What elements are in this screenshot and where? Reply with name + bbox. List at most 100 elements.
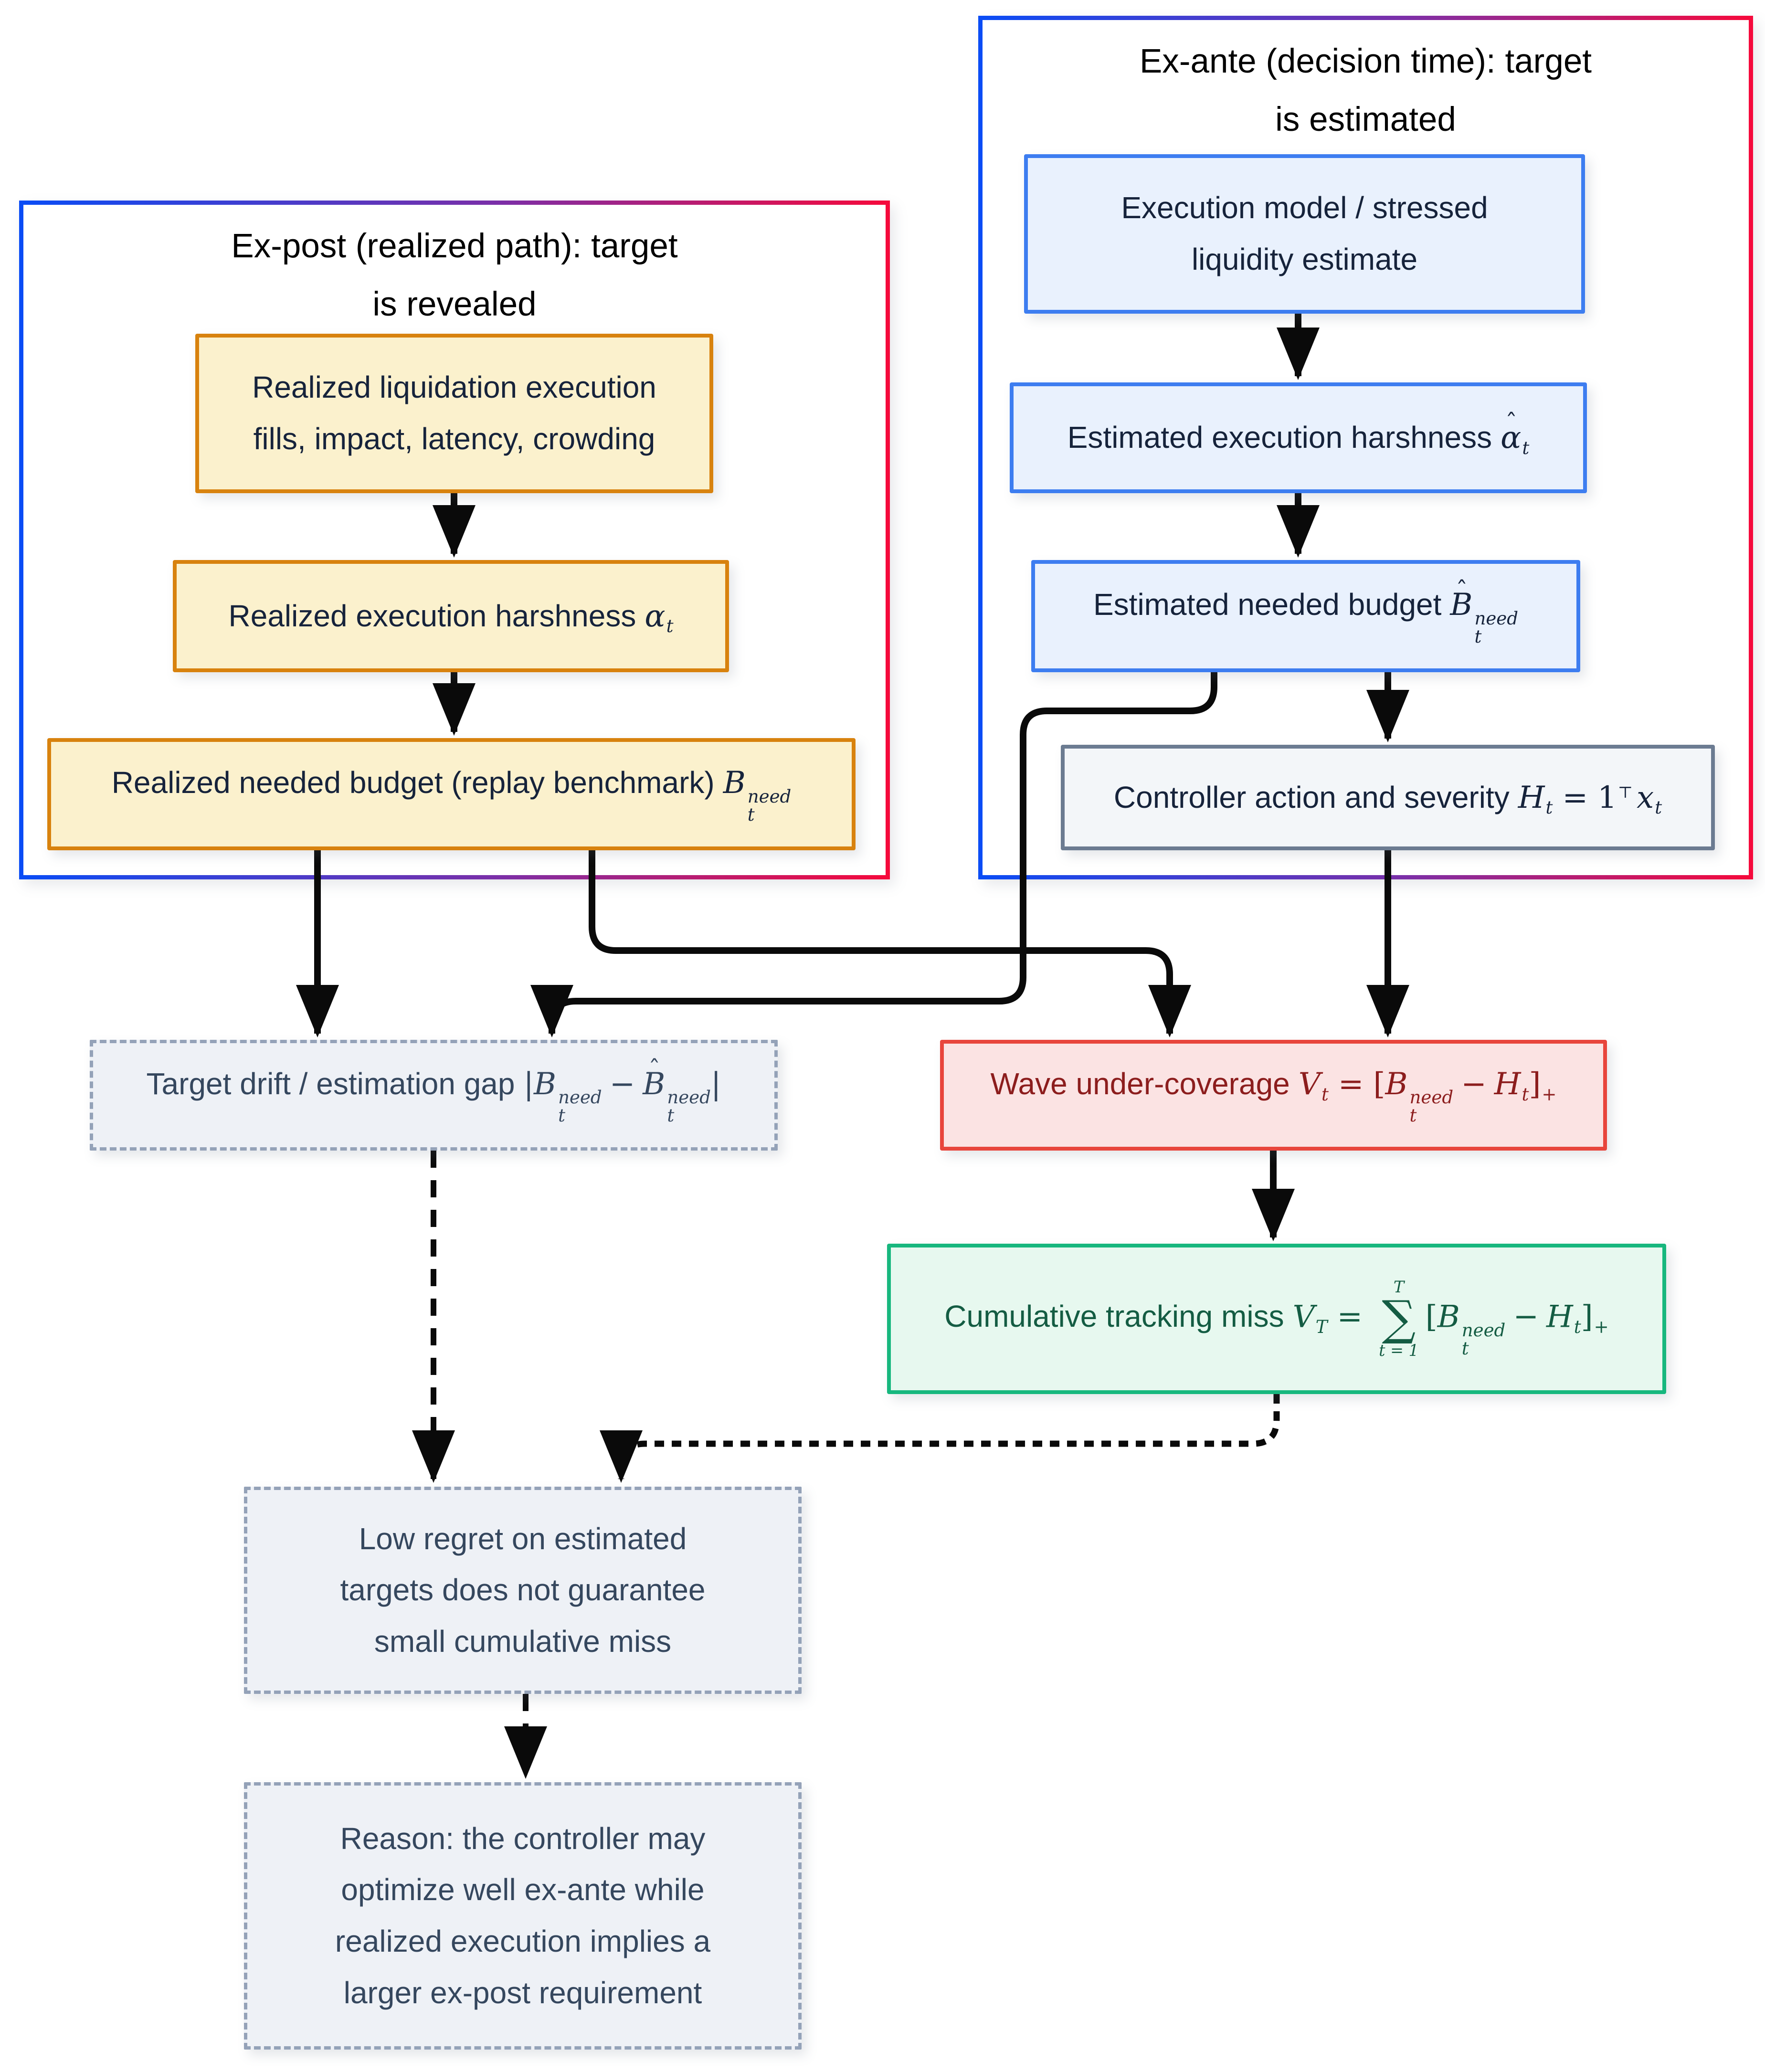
minus-sign: − <box>1461 1066 1487 1102</box>
equals-sign: = <box>1337 1299 1363 1335</box>
title-line: Ex-post (realized path): target <box>231 227 678 265</box>
sum-lower-limit: t = 1 <box>1379 1341 1419 1360</box>
math-subscript: t <box>1321 1084 1329 1105</box>
math-subscript: t <box>1574 1317 1581 1337</box>
group-ex-post-title: Ex-post (realized path): target is revea… <box>23 217 886 334</box>
math-superscript: need <box>1461 1320 1506 1341</box>
hat-accent: ˆ <box>1456 576 1468 604</box>
minus-sign: − <box>609 1066 635 1102</box>
text-line: Execution model / stressed <box>1121 190 1488 225</box>
math-subscript: t <box>1461 1338 1469 1359</box>
text-line: Low regret on estimated <box>359 1521 687 1556</box>
math-subscript: t <box>666 616 674 637</box>
text-line: realized execution implies a <box>335 1924 711 1958</box>
math-subscript: t <box>1522 1084 1529 1105</box>
box-low-regret-note: Low regret on estimated targets does not… <box>244 1487 802 1694</box>
box-realized-needed-budget: Realized needed budget (replay benchmark… <box>47 738 856 850</box>
title-line: Ex-ante (decision time): target <box>1139 42 1592 80</box>
alpha-symbol: α <box>1501 420 1522 456</box>
v-symbol: V <box>1298 1066 1321 1102</box>
math-subscript: T <box>1315 1317 1328 1337</box>
box-label: Wave under-coverage <box>990 1066 1290 1101</box>
math-subscript: t <box>558 1105 565 1126</box>
title-line: is estimated <box>1275 101 1456 139</box>
bracket: ] <box>1529 1066 1541 1102</box>
math-subscript: t <box>1655 797 1662 818</box>
text-line: optimize well ex-ante while <box>341 1872 705 1907</box>
box-label: Estimated needed budget <box>1093 587 1442 622</box>
h-symbol: H <box>1518 780 1545 815</box>
alpha-symbol: α <box>645 598 666 634</box>
box-reason-note: Reason: the controller may optimize well… <box>244 1782 802 2050</box>
summation: T∑t = 1 <box>1379 1278 1419 1360</box>
math-superscript: need <box>558 1087 602 1108</box>
box-realized-execution-harshness: Realized execution harshness αt <box>173 560 729 672</box>
group-ex-ante-title: Ex-ante (decision time): target is estim… <box>983 32 1749 149</box>
arrow-cumulative-to-low-regret <box>600 1394 1280 1483</box>
text-line: targets does not guarantee <box>340 1573 706 1607</box>
text-line: Realized liquidation execution <box>252 370 656 405</box>
h-symbol: H <box>1546 1299 1573 1335</box>
math-superscript: need <box>667 1087 711 1108</box>
box-label: Cumulative tracking miss <box>944 1299 1284 1334</box>
box-realized-liquidation-execution: Realized liquidation execution fills, im… <box>195 334 713 493</box>
sigma-symbol: ∑ <box>1382 1291 1416 1346</box>
hat-accent: ˆ <box>1505 409 1518 437</box>
text-line: Reason: the controller may <box>340 1821 706 1856</box>
math-subscript: t <box>1409 1105 1417 1126</box>
b-symbol: B <box>723 765 746 801</box>
h-symbol: H <box>1494 1066 1521 1102</box>
b-symbol: B <box>1437 1299 1460 1335</box>
v-symbol: V <box>1292 1299 1315 1335</box>
math-superscript: need <box>1474 608 1519 629</box>
b-symbol: B <box>534 1066 557 1102</box>
bracket: ] <box>1581 1299 1593 1335</box>
equals-sign: = <box>1562 780 1588 815</box>
text-line: fills, impact, latency, crowding <box>253 422 655 456</box>
plus-subscript: + <box>1594 1317 1609 1337</box>
math-subscript: t <box>1522 437 1530 458</box>
math-subscript: t <box>1545 797 1553 818</box>
box-label: Realized execution harshness <box>228 598 636 633</box>
abs-bar: | <box>710 1066 721 1102</box>
math-superscript: need <box>1409 1087 1454 1108</box>
box-label: Estimated execution harshness <box>1067 420 1492 455</box>
math-subscript: t <box>667 1105 675 1126</box>
bracket: [ <box>1425 1299 1437 1335</box>
bracket: [ <box>1373 1066 1385 1102</box>
b-symbol: B <box>643 1066 666 1102</box>
math-superscript: need <box>747 786 792 807</box>
hat-accent: ˆ <box>648 1055 661 1083</box>
box-label: Controller action and severity <box>1113 780 1510 814</box>
abs-bar: | <box>523 1066 534 1102</box>
x-symbol: x <box>1637 780 1654 815</box>
math-subscript: t <box>747 804 755 825</box>
minus-sign: − <box>1513 1299 1539 1335</box>
b-symbol: B <box>1450 587 1473 623</box>
text-line: larger ex-post requirement <box>343 1975 702 2010</box>
box-label: Realized needed budget (replay benchmark… <box>111 765 715 800</box>
one-vector: 1 <box>1597 780 1617 815</box>
box-label: Target drift / estimation gap <box>146 1066 515 1101</box>
equals-sign: = <box>1338 1066 1364 1102</box>
b-symbol: B <box>1385 1066 1408 1102</box>
math-subscript: t <box>1474 626 1482 647</box>
plus-subscript: + <box>1542 1084 1557 1105</box>
box-execution-model: Execution model / stressed liquidity est… <box>1024 154 1585 314</box>
sum-upper-limit: T <box>1393 1278 1405 1297</box>
